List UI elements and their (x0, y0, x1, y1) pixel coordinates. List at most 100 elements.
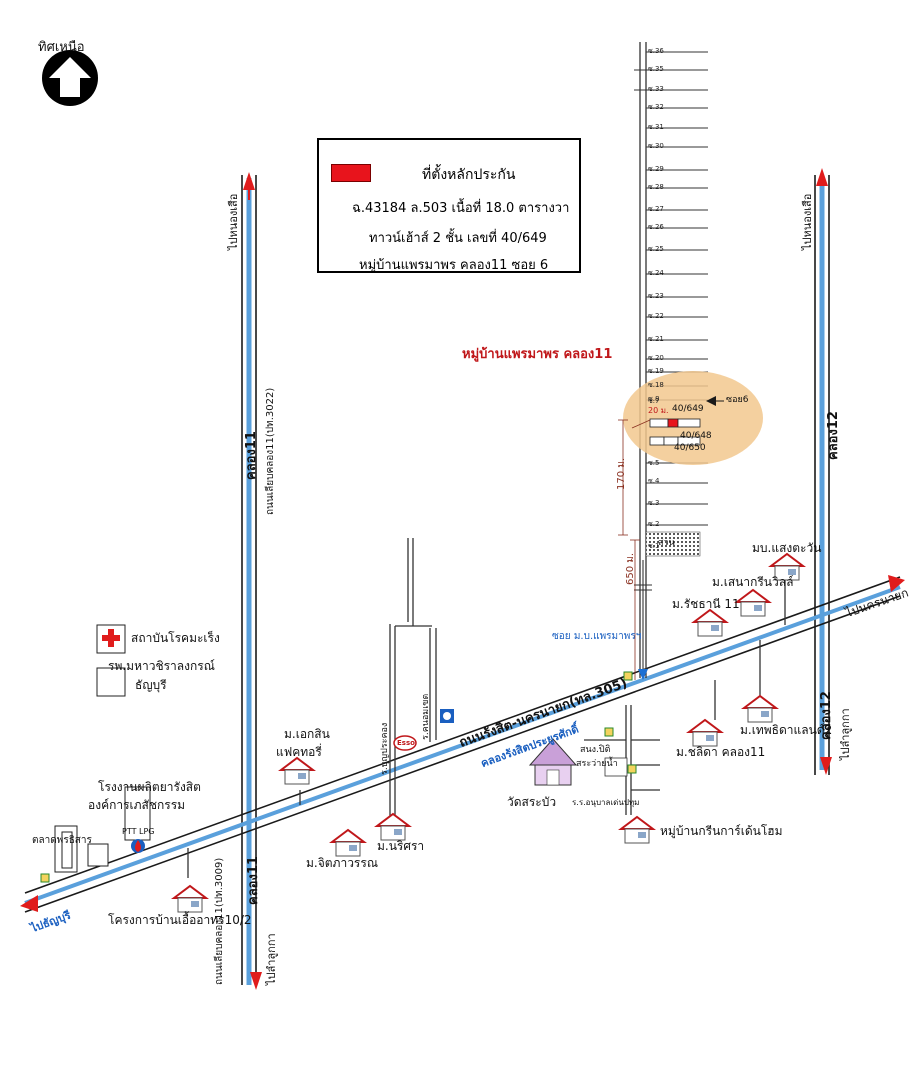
house-648-label: 40/648 (680, 431, 712, 441)
red-cross-icon (102, 629, 120, 647)
house-650-label: 40/650 (674, 443, 706, 453)
esso-label: Esso (397, 739, 415, 747)
soi-entrance-arrow-icon (638, 560, 648, 680)
police-label-1: สนง.ปิติ (580, 745, 611, 755)
legend-swatch (331, 164, 371, 182)
house-icon (618, 815, 656, 844)
rehab-label: สถาบันโรคมะเร็ง (131, 631, 220, 645)
soi-label: ซ.36 (648, 47, 664, 55)
greengarden-label: หมู่บ้านกรีนการ์เด้นโฮม (660, 824, 783, 838)
chalida-label: ม.ชลิดา คลอง11 (676, 745, 766, 759)
soi-label: ซ.27 (648, 205, 664, 213)
distance-650-label: 650 ม. (625, 552, 636, 585)
soi-label: ซ.1 (648, 542, 660, 550)
house-icon (741, 694, 779, 723)
soi-praemaporn-label: ซอย ม.บ.แพรมาพรฯ (552, 631, 642, 642)
park-label: สวน (658, 538, 675, 548)
khlong12-canal (814, 168, 832, 775)
road-3022-label: ถนนเลียบคลอง11(ปท.3022) (265, 387, 276, 515)
soi-label: ซ.22 (648, 312, 664, 320)
soi-label: ซ.31 (648, 123, 664, 131)
plot-width-label: 20 ม. (648, 406, 669, 415)
house-icon (171, 884, 209, 913)
soi-label: ซ.20 (648, 354, 664, 362)
seven-eleven-icon (40, 671, 637, 883)
soi-label: ซ.19 (648, 367, 664, 375)
soi-label: ซ.8 (648, 395, 660, 403)
police-label-2: สระว่ายน้ำ (576, 759, 618, 769)
factory-label-1: โรงงานผลิตยารังสิต (98, 780, 201, 794)
bank-icon (440, 709, 454, 723)
main-road (20, 575, 905, 913)
soi-label: ซ.21 (648, 335, 664, 343)
senagreen-label: ม.เสนากรีนวิลล์ (712, 575, 794, 589)
legend-line-house: ทาวน์เฮ้าส์ 2 ชั้น เลขที่ 40/649 (369, 231, 547, 246)
ekasin-label-2: แฟคทอรี่ (276, 745, 322, 759)
plot-arrow-icon (706, 396, 716, 406)
police-box (604, 757, 628, 777)
wat-label: วัดสระบัว (507, 795, 557, 809)
soi-label: ซ.23 (648, 292, 664, 300)
ptt-icon (131, 839, 145, 853)
school-label: ร.ร.อนุบาลเด่นปทุม (572, 798, 640, 807)
soi-label: ซ.3 (648, 499, 660, 507)
distance-indicators (618, 419, 651, 680)
soi-label: ซ.2 (648, 520, 660, 528)
distance-170-label: 170 ม. (616, 457, 627, 490)
house-icon (329, 828, 367, 857)
park-area (645, 531, 701, 557)
legend-box: ที่ตั้งหลักประกัน ฉ.43184 ล.503 เนื้อที่… (317, 138, 581, 273)
soi-label: ซ.26 (648, 223, 664, 231)
chitpawan-label: ม.จิตภาวรรณ (306, 856, 378, 870)
house-icon (374, 812, 412, 841)
soi-label: ซ.32 (648, 103, 664, 111)
rang-boonprakong-label: ร.บุญประคอง (380, 722, 390, 775)
north-arrow-icon (42, 50, 98, 106)
soi-label: ซ.24 (648, 269, 664, 277)
legend-line-deed: ฉ.43184 ล.503 เนื้อที่ 18.0 ตารางวา (352, 201, 570, 216)
soi-label: ซ.25 (648, 245, 664, 253)
narisra-label: ม.นริศรา (377, 839, 425, 853)
market-label: ตลาดพรธิสาร (32, 835, 92, 846)
khlong11-canal (241, 172, 262, 990)
hospital-label-2: ธัญบุรี (135, 678, 167, 692)
house-icon (686, 718, 724, 747)
thepthida-label: ม.เทพธิดาแลนด์2 (740, 723, 833, 737)
to-nong-suea-right-label: ไปหนองเสือ (801, 193, 814, 250)
khlong12-label: คลอง12 (826, 411, 841, 460)
soi6-label: ซอย6 (726, 395, 749, 405)
soi-label: ซ.5 (648, 459, 660, 467)
khlong11-label: คลอง11 (244, 431, 259, 480)
plot-blocks (649, 418, 701, 446)
soi-label: ซ.4 (648, 477, 660, 485)
house-icon (691, 608, 729, 637)
khlong11-bottom-label: คลอง11 (246, 856, 261, 905)
temple-icon (528, 738, 578, 786)
house-icon (734, 588, 772, 617)
rang-nonkhet-label: ร.คนอมเขต (421, 693, 431, 740)
house-icon (768, 552, 806, 581)
legend-line-village: หมู่บ้านแพรมาพร คลอง11 ซอย 6 (359, 258, 549, 273)
factory-label-2: องค์การเภสัชกรรม (88, 798, 186, 812)
soi-label: ซ.35 (648, 65, 664, 73)
esso-icon (393, 735, 417, 751)
sangtawan-label: มบ.แสงตะวัน (752, 541, 822, 555)
soi-label: ซ.30 (648, 142, 664, 150)
housing-102-label: โครงการบ้านเอื้ออาทร10/2 (108, 913, 252, 927)
ratchathani-label: ม.รัชธานี 11 (672, 597, 740, 611)
to-lam-luk-ka-left-label: ไปลำลูกกา (265, 933, 278, 985)
soi-label: ซ.28 (648, 183, 664, 191)
soi-label: ซ.18 (648, 381, 664, 389)
house-649-label: 40/649 (672, 404, 704, 414)
to-lam-luk-ka-right-label: ไปลำลูกกา (839, 708, 852, 760)
house-icons (171, 552, 806, 913)
hospital-label-1: รพ.มหาวชิราลงกรณ์ (108, 659, 215, 673)
north-label: ทิศเหนือ (38, 40, 85, 55)
village-road-grid (634, 42, 708, 678)
house-icon (278, 756, 316, 785)
legend-title: ที่ตั้งหลักประกัน (422, 167, 516, 183)
village-title: หมู่บ้านแพรมาพร คลอง11 (462, 347, 613, 362)
ptt-label: PTT LPG (122, 827, 155, 836)
soi-label: ซ.29 (648, 165, 664, 173)
